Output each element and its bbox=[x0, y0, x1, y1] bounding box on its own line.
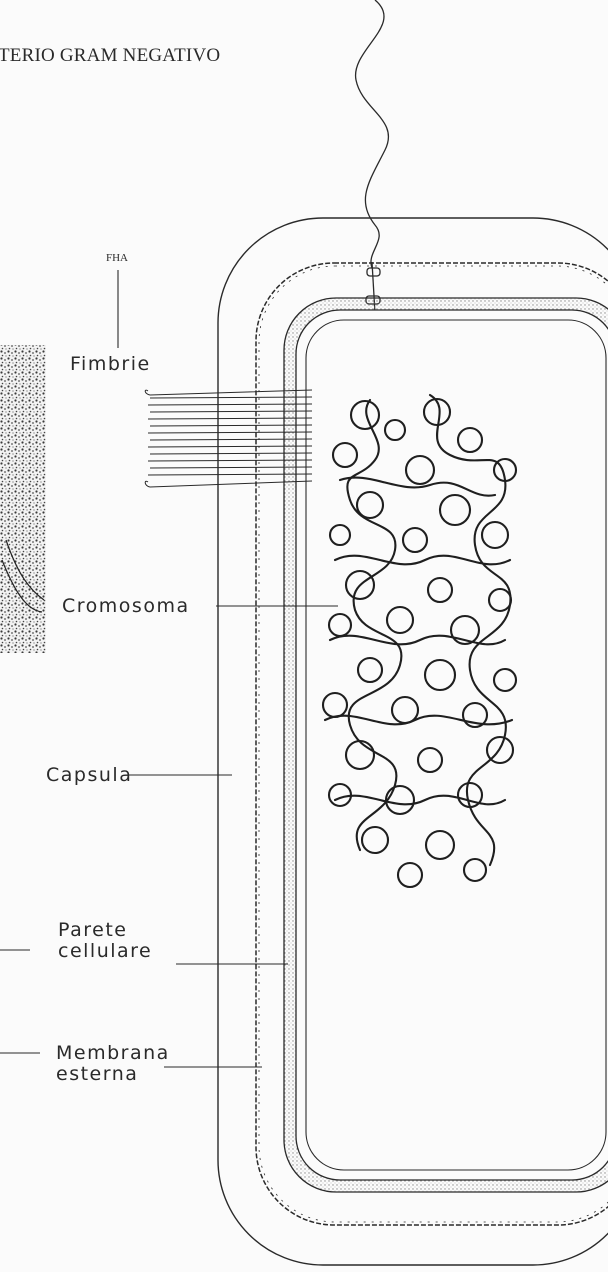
diagram-title: TERIO GRAM NEGATIVO bbox=[0, 45, 220, 67]
adjacent-cell-fragment bbox=[0, 345, 46, 653]
cromosoma-label: Cromosoma bbox=[62, 596, 190, 617]
capsula-label: Capsula bbox=[46, 765, 132, 786]
membrana-line-2: esterna bbox=[56, 1064, 170, 1085]
parete-line-1: Parete bbox=[58, 920, 152, 941]
membrana-line-1: Membrana bbox=[56, 1043, 170, 1064]
parete-cellulare-label: Parete cellulare bbox=[58, 920, 152, 962]
fimbrie-label: Fimbrie bbox=[70, 354, 151, 375]
flagellum bbox=[356, 0, 389, 268]
cytoplasmic-membrane bbox=[296, 310, 608, 1180]
membrana-esterna-label: Membrana esterna bbox=[56, 1043, 170, 1085]
fha-label: FHA bbox=[106, 252, 128, 264]
parete-line-2: cellulare bbox=[58, 941, 152, 962]
